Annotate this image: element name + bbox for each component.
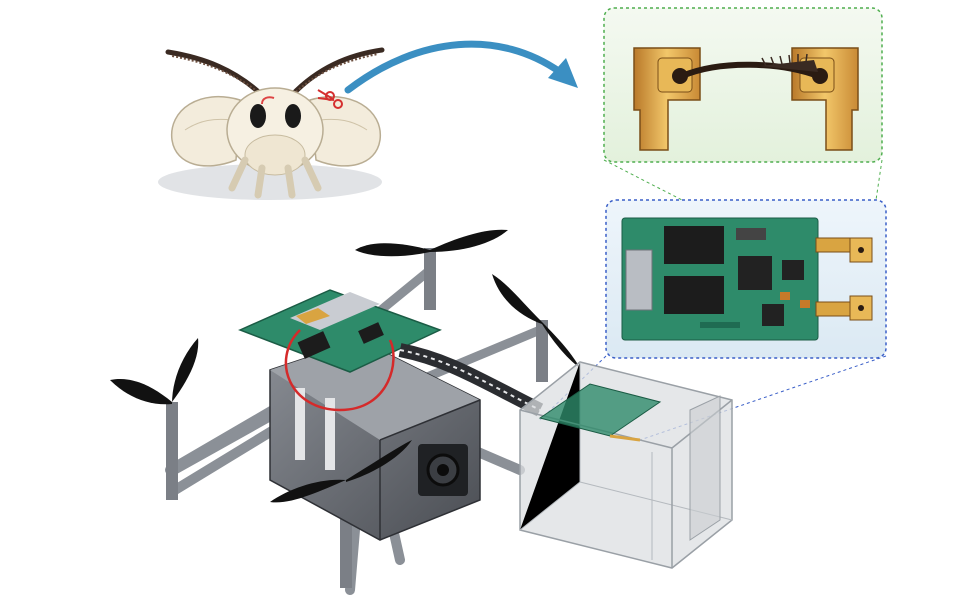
moth-antenna-right	[289, 47, 385, 98]
moth-shadow	[158, 164, 382, 200]
propeller-icon	[110, 229, 580, 503]
moth-wing-left	[171, 95, 241, 167]
camera-icon	[418, 444, 468, 496]
moth-wing-right	[309, 95, 381, 167]
pcb-icon	[621, 217, 819, 341]
drone-icon	[165, 248, 548, 595]
moth-eye-right	[285, 104, 301, 128]
enclosure	[519, 361, 733, 569]
moth-antenna-left	[165, 49, 265, 98]
moth-eye-left	[250, 104, 266, 128]
antenna-sample	[679, 61, 821, 79]
antenna-detail-panel	[603, 7, 883, 163]
arrow-icon	[344, 40, 578, 94]
moth-icon	[158, 47, 385, 200]
circuit-board-detail-panel	[605, 199, 887, 359]
scissors-icon	[317, 89, 343, 109]
